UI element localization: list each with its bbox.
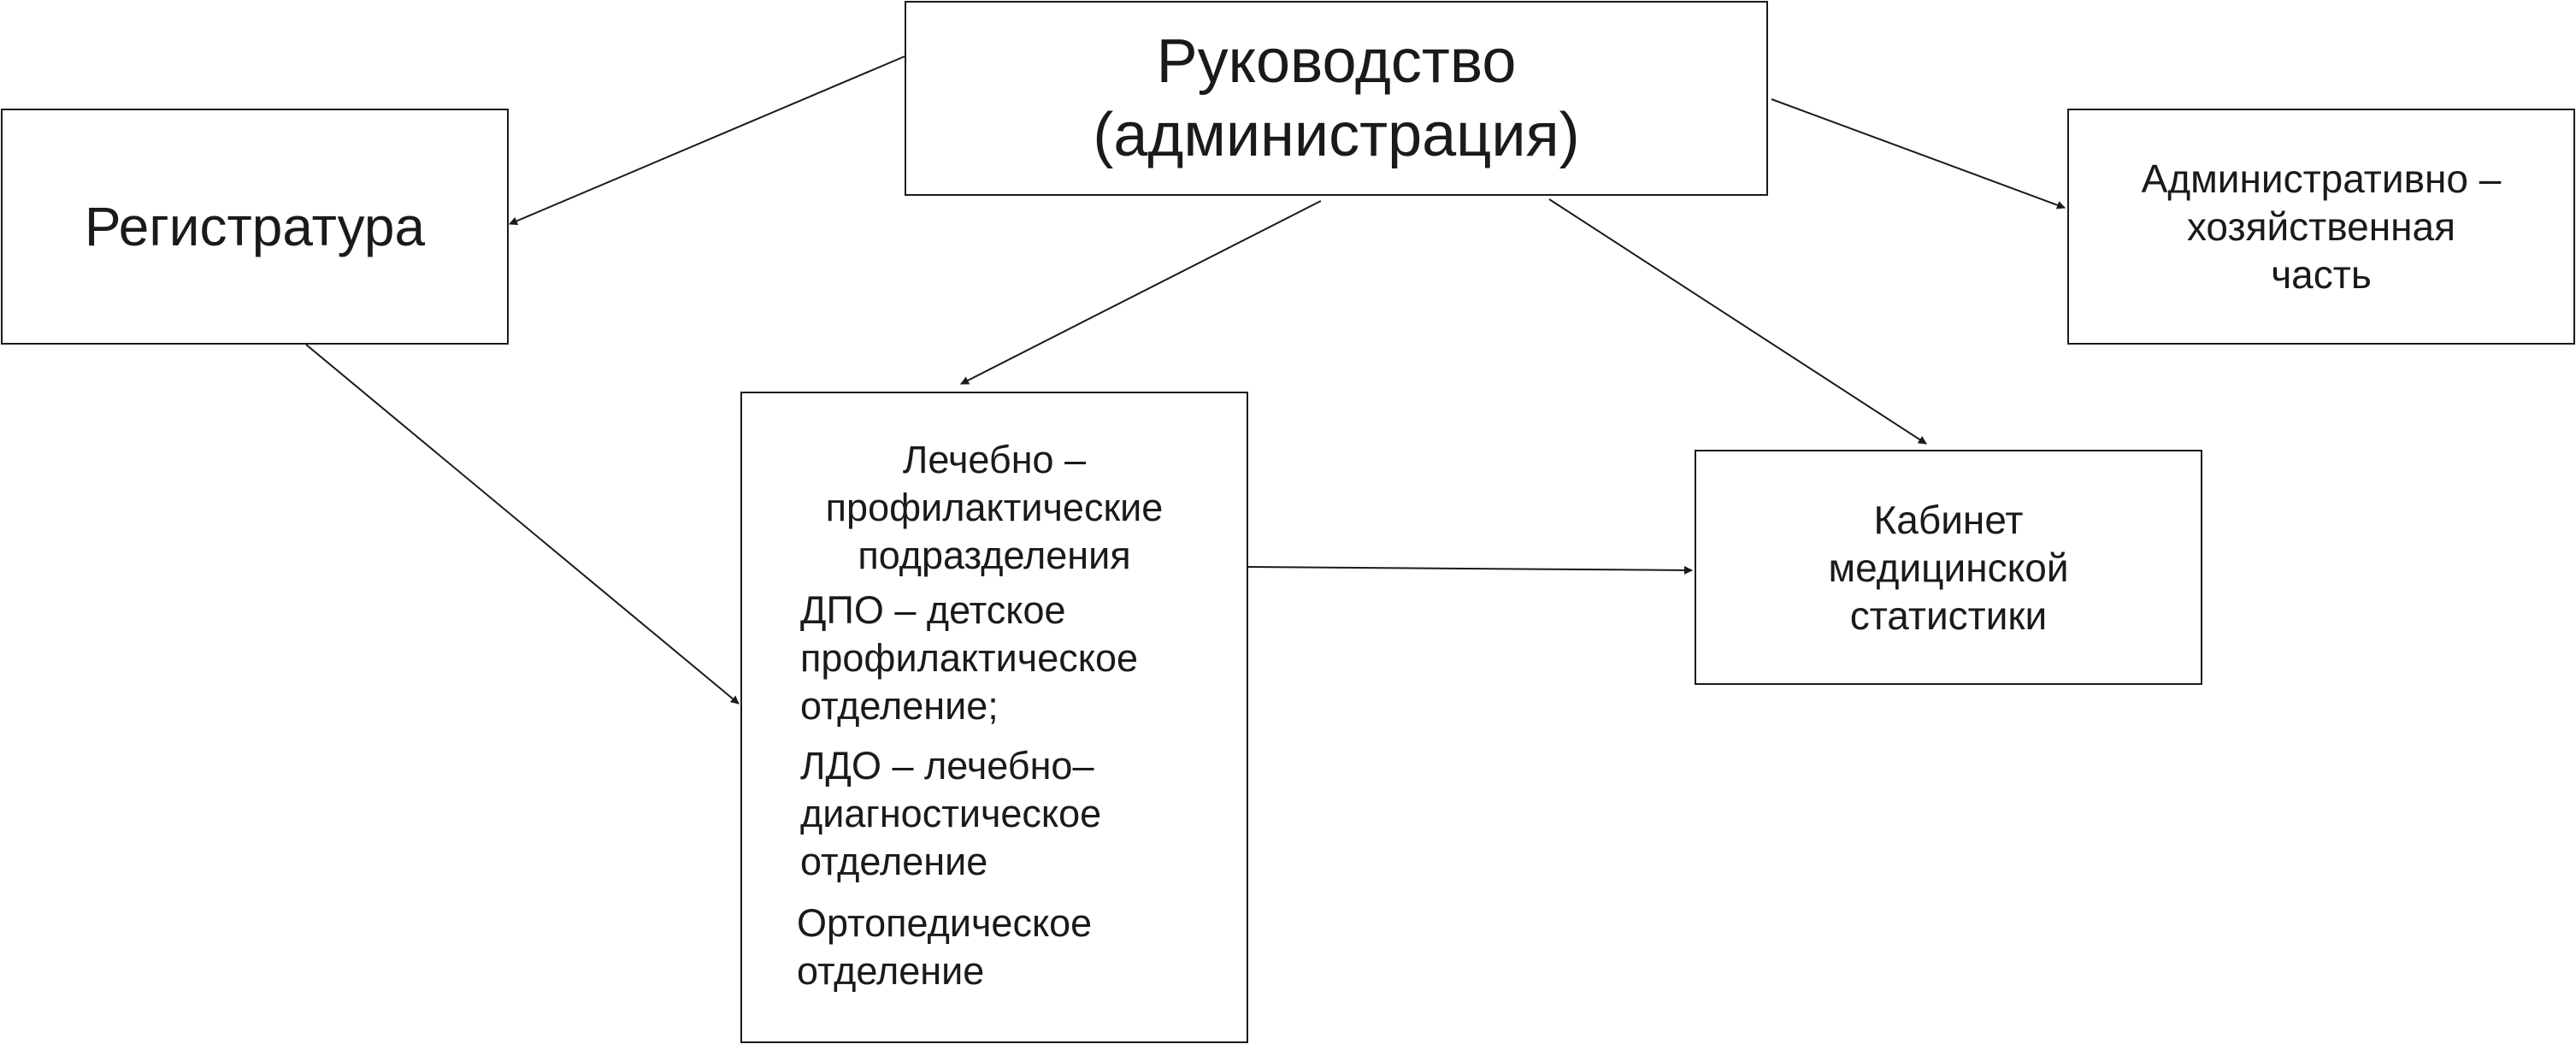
department-item-line: диагностическое — [800, 792, 1102, 835]
departments-heading-line-3: подразделения — [858, 534, 1131, 577]
node-registry-line-1: Регистратура — [84, 196, 426, 257]
arrow-management-to-departments — [960, 200, 1322, 385]
node-admin-household-line-1: Административно – — [2141, 156, 2502, 201]
department-item-line: профилактическое — [800, 636, 1139, 680]
arrow-registry-to-departments — [305, 344, 740, 705]
department-item-line: ДПО – детское — [800, 588, 1066, 632]
node-medical-stats: Кабинет медицинской статистики — [1695, 450, 2202, 685]
arrow-management-to-admin-household — [1771, 98, 2066, 209]
department-item-dpo: ДПО – детское профилактическое отделение… — [800, 587, 1138, 730]
arrow-management-to-medical-stats — [1548, 198, 1927, 445]
department-item-line: отделение; — [800, 684, 999, 728]
node-medical-stats-line-1: Кабинет — [1873, 497, 2024, 542]
node-medical-stats-line-3: статистики — [1849, 593, 2048, 638]
node-admin-household-line-2: хозяйственная — [2186, 204, 2456, 249]
node-management-line-1: Руководство — [1156, 27, 1517, 96]
departments-heading-line-1: Лечебно – — [902, 438, 1087, 481]
departments-heading: Лечебно – профилактические подразделения — [742, 436, 1247, 580]
department-item-ldo: ЛДО – лечебно– диагностическое отделение — [800, 742, 1101, 886]
node-registry: Регистратура — [1, 109, 509, 345]
department-item-line: Ортопедическое — [797, 901, 1093, 945]
node-management: Руководство (администрация) — [905, 1, 1768, 196]
node-admin-household: Административно – хозяйственная часть — [2067, 109, 2575, 345]
department-item-orthopedic: Ортопедическое отделение — [797, 899, 1092, 995]
node-admin-household-line-3: часть — [2271, 252, 2372, 297]
arrow-management-to-registry — [509, 56, 905, 226]
arrow-departments-to-medical-stats — [1247, 565, 1693, 575]
node-departments: Лечебно – профилактические подразделения… — [740, 392, 1248, 1043]
departments-heading-line-2: профилактические — [825, 486, 1164, 529]
department-item-line: ЛДО – лечебно– — [800, 744, 1094, 787]
department-item-line: отделение — [797, 949, 985, 993]
node-medical-stats-line-2: медицинской — [1828, 545, 2069, 590]
node-management-line-2: (администрация) — [1093, 101, 1580, 169]
department-item-line: отделение — [800, 840, 988, 883]
